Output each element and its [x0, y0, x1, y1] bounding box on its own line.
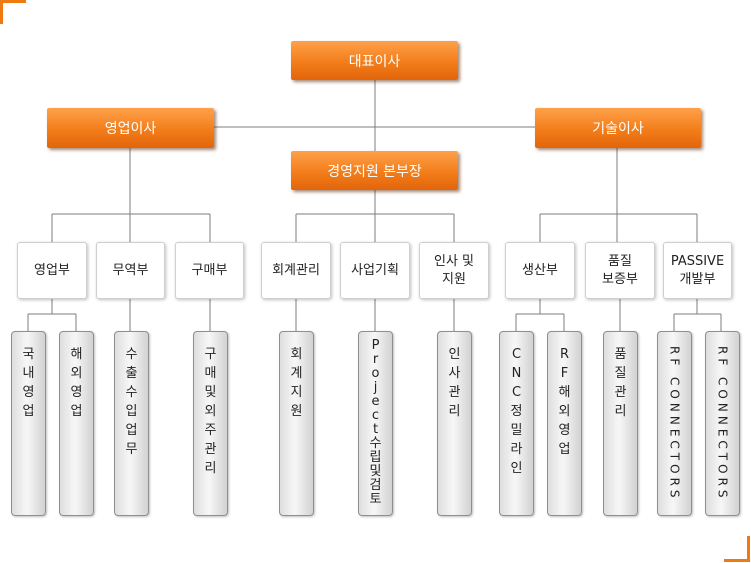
dept-passive-label: PASSIVE 개발부	[670, 253, 725, 287]
dept-production-label: 생산부	[522, 262, 558, 278]
dept-purchase-box: 구매부	[175, 242, 244, 299]
dept-purchase-label: 구매부	[191, 262, 228, 278]
task-rf-connectors-1: RF CONNECTORS	[657, 331, 692, 516]
dept-sales-label: 영업부	[34, 262, 70, 278]
corner-decoration-bottom-right	[724, 536, 750, 562]
task-rf-connectors-2: RF CONNECTORS	[705, 331, 740, 516]
dept-quality-box: 품질 보증부	[585, 242, 655, 299]
dept-accounting-label: 회계관리	[272, 262, 320, 278]
task-rf-connectors-2-label: RF CONNECTORS	[715, 346, 730, 502]
dept-accounting-box: 회계관리	[261, 242, 331, 299]
dept-passive-box: PASSIVE 개발부	[663, 242, 732, 299]
ceo-box: 대표이사	[291, 41, 458, 80]
dept-quality-label: 품질 보증부	[602, 253, 638, 287]
management-head-box: 경영지원 본부장	[291, 151, 458, 190]
corner-decoration-top-left	[0, 0, 26, 24]
dept-trade-label: 무역부	[112, 262, 149, 278]
dept-hr-box: 인사 및 지원	[419, 242, 489, 299]
task-rf-connectors-1-label: RF CONNECTORS	[667, 346, 682, 502]
dept-planning-label: 사업기획	[351, 262, 399, 278]
sales-director-box: 영업이사	[47, 108, 214, 148]
dept-hr-label: 인사 및 지원	[433, 253, 474, 287]
dept-production-box: 생산부	[505, 242, 575, 299]
dept-sales-box: 영업부	[17, 242, 87, 299]
tech-director-box: 기술이사	[535, 108, 701, 148]
dept-trade-box: 무역부	[96, 242, 165, 299]
dept-planning-box: 사업기획	[340, 242, 410, 299]
